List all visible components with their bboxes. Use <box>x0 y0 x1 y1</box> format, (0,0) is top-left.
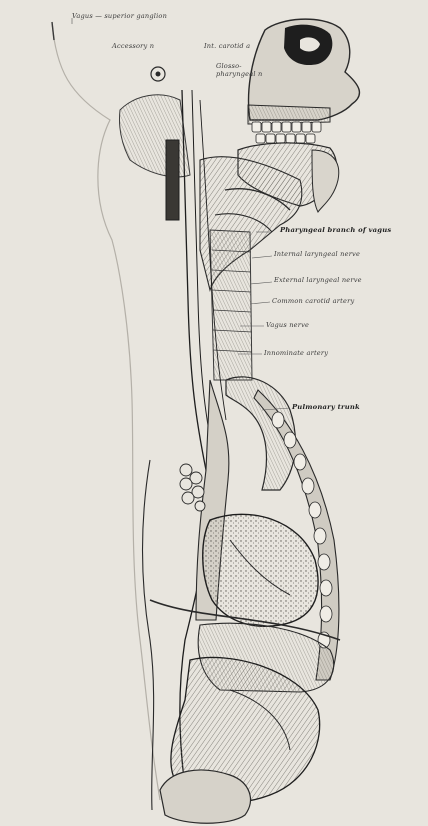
label-external-laryngeal-nerve: External laryngeal nerve <box>274 276 362 284</box>
label-pharyngeal-branch-of-vagus: Pharyngeal branch of vagus <box>280 226 391 234</box>
label-int-carotid-a: Int. carotid a <box>204 42 250 50</box>
neck-outline <box>52 22 54 40</box>
label-innominate-artery: Innominate artery <box>264 349 328 357</box>
label-internal-laryngeal-nerve: Internal laryngeal nerve <box>274 250 360 258</box>
teeth <box>252 122 321 143</box>
trachea <box>210 230 252 380</box>
colon <box>160 770 250 823</box>
label-vagus-superior-ganglion: Vagus — superior ganglion <box>72 12 167 20</box>
label-common-carotid-artery: Common carotid artery <box>272 297 354 305</box>
label-vagus-nerve: Vagus nerve <box>266 321 309 329</box>
label-glossopharyngeal-n: Glosso-pharyngeal n <box>216 62 276 78</box>
abdominal-wall <box>143 460 154 810</box>
label-pulmonary-trunk: Pulmonary trunk <box>292 403 360 411</box>
heart <box>203 514 318 626</box>
bronchi-cluster <box>180 464 205 511</box>
cervical-bar <box>166 140 179 220</box>
label-accessory-n: Accessory n <box>112 42 154 50</box>
